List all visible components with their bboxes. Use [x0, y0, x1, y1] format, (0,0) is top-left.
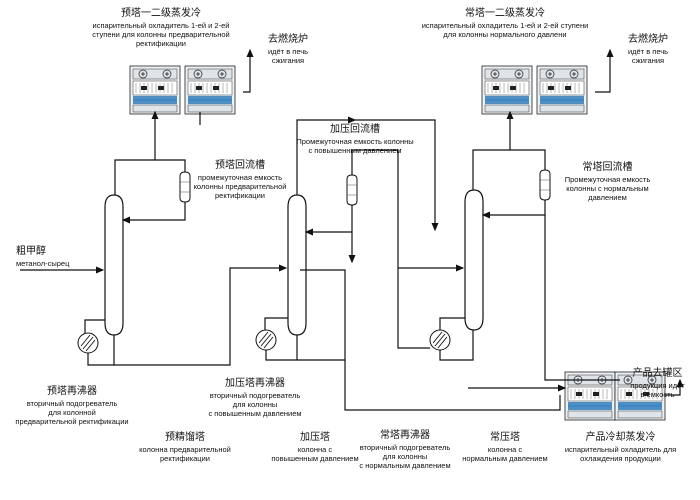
- pre-reflux-drum: [179, 171, 191, 203]
- press-reboiler: [255, 329, 277, 351]
- pre-furnace-label: 去燃烧炉 идёт в печь сжигания: [267, 34, 309, 65]
- pre-reflux-label: 预塔回流槽 промежуточная емкость колонны пред…: [193, 160, 287, 201]
- press-column-label: 加压塔 колонна с повышенным давлением: [271, 432, 359, 463]
- pressure-column: [287, 194, 307, 336]
- pre-column: [104, 194, 124, 336]
- product-cooler-label: 产品冷却蒸发冷 испарительный охладитель для охл…: [564, 432, 677, 463]
- press-reflux-drum: [346, 174, 358, 206]
- crude-label: 粗甲醇 метанол-сырец: [16, 246, 70, 268]
- atm-reboiler-label: 常塔再沸器 вторичный подогреватель для колонн…: [359, 430, 451, 471]
- pre-reboiler-label: 预塔再沸器 вторичный подогреватель для колонн…: [15, 386, 129, 427]
- atm-reboiler: [429, 329, 451, 351]
- press-reboiler-label: 加压塔再沸器 вторичный подогреватель для колон…: [208, 378, 302, 419]
- pre-condenser-label: 预塔一二级蒸发冷 испарительный охладитель 1-ей и…: [92, 8, 230, 49]
- atm-reflux-drum: [539, 169, 551, 201]
- atm-column-label: 常压塔 колонна с нормальным давлением: [462, 432, 548, 463]
- atm-tower-condenser: [481, 65, 588, 115]
- atm-condenser-label: 常塔一二级蒸发冷 испарительный охладитель 1-ей и…: [421, 8, 589, 39]
- product-tank-label: 产品去罐区 продукция идёт в ёмкость: [630, 368, 685, 399]
- atm-column: [464, 189, 484, 331]
- press-reflux-label: 加压回流槽 Промежуточная емкость колонны с по…: [296, 124, 414, 155]
- pre-tower-condenser: [129, 65, 236, 115]
- pre-column-label: 预精馏塔 колонна предварительной ректификаци…: [139, 432, 231, 463]
- atm-reflux-label: 常塔回流槽 Промежуточная емкость колонны с но…: [564, 162, 651, 203]
- atm-furnace-label: 去燃烧炉 идёт в печь сжигания: [627, 34, 669, 65]
- pre-reboiler: [77, 332, 99, 354]
